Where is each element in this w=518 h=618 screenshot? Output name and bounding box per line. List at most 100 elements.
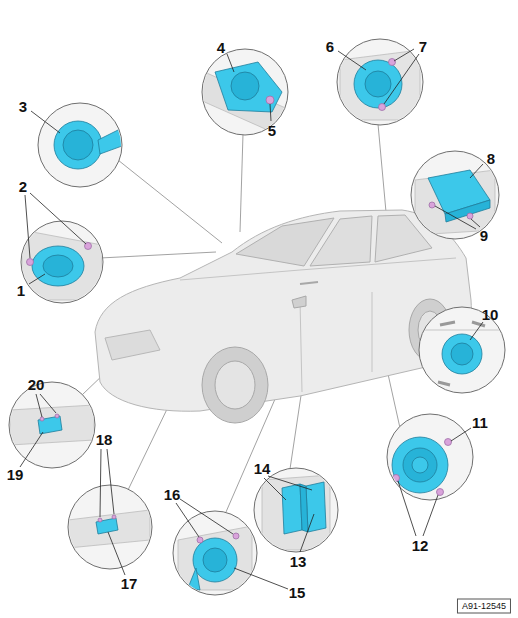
speaker-part	[438, 322, 485, 385]
leader-line	[29, 274, 45, 284]
callout-number: 14	[254, 461, 271, 476]
callout-number: 7	[419, 39, 427, 54]
detail-circle	[254, 468, 338, 552]
speaker-part	[266, 96, 274, 104]
speaker-part	[96, 518, 118, 534]
leader-line	[300, 514, 314, 552]
speaker-part	[68, 510, 150, 548]
speaker-part	[63, 130, 93, 160]
detail-circle	[9, 382, 95, 468]
speaker-part	[282, 484, 302, 534]
speaker-part	[188, 568, 200, 590]
leader-line	[384, 54, 419, 104]
speaker-part	[203, 548, 227, 572]
callout-number: 1	[17, 283, 25, 298]
speaker-part	[233, 533, 239, 539]
detail-circle	[68, 485, 152, 569]
leader-line	[268, 476, 312, 490]
speaker-part	[55, 414, 59, 418]
speaker-part	[393, 475, 400, 482]
leader-line	[31, 111, 60, 133]
speaker-part	[178, 526, 252, 590]
speaker-part	[467, 213, 473, 219]
speaker-part	[403, 448, 437, 482]
callout-number: 2	[19, 179, 27, 194]
callout-number: 5	[268, 123, 276, 138]
leader-line	[20, 49, 483, 589]
detail-circle	[411, 151, 499, 239]
detail-pointer	[100, 252, 216, 258]
speaker-part	[98, 518, 102, 522]
speaker-part	[98, 128, 122, 154]
speaker-part	[10, 405, 94, 445]
leader-line	[176, 503, 199, 537]
detail-circle	[21, 221, 103, 303]
callout-number: 8	[487, 151, 495, 166]
speaker-part	[54, 121, 102, 169]
car-body	[105, 330, 160, 360]
car-body	[310, 216, 372, 266]
speaker-part	[392, 437, 452, 496]
car-body	[300, 282, 318, 284]
speaker-part	[306, 482, 326, 532]
leader-line	[470, 164, 483, 178]
callout-number: 19	[7, 467, 24, 482]
leader-line	[107, 449, 114, 514]
speaker-part	[392, 437, 448, 493]
speaker-part	[445, 200, 490, 222]
speaker-part	[365, 71, 391, 97]
leader-line	[270, 104, 271, 121]
callout-number: 20	[28, 377, 45, 392]
speaker-part	[68, 510, 150, 548]
callout-number: 3	[19, 99, 27, 114]
speaker-part	[231, 72, 259, 100]
detail-circle	[38, 103, 122, 187]
car-body	[300, 292, 372, 392]
leader-line	[30, 193, 86, 244]
speaker-part	[442, 334, 482, 374]
speaker-part	[445, 439, 452, 446]
callout-number: 18	[96, 432, 113, 447]
leader-line	[435, 206, 476, 229]
speaker-part	[300, 484, 308, 532]
leader-line	[25, 195, 30, 258]
car-body	[180, 258, 456, 280]
speaker-part	[415, 170, 495, 235]
speaker-part	[200, 62, 290, 140]
speaker-part	[425, 330, 500, 331]
speaker-part	[22, 230, 102, 300]
speaker-part	[10, 405, 94, 445]
callout-number: 6	[326, 39, 334, 54]
leader-line	[100, 449, 101, 517]
speaker-part	[437, 489, 444, 496]
speaker-part	[40, 417, 44, 421]
callout-number: 12	[412, 538, 429, 553]
leader-line	[471, 219, 480, 227]
leader-line	[451, 428, 471, 441]
car-body	[95, 210, 471, 411]
speaker-part	[379, 104, 386, 111]
detail-pointer	[240, 134, 243, 232]
callout-number: 10	[482, 307, 499, 322]
car-body	[202, 347, 268, 423]
detail-pointer	[118, 160, 222, 243]
leader-line	[264, 478, 286, 500]
leader-line	[180, 499, 233, 534]
car-body	[215, 361, 255, 409]
leader-line	[398, 481, 416, 536]
callout-number: 9	[480, 228, 488, 243]
speaker-part	[43, 255, 73, 277]
speaker-part	[262, 475, 330, 550]
speaker-part	[193, 538, 237, 582]
speaker-part	[32, 246, 84, 286]
detail-circle	[419, 307, 505, 393]
leader-line	[20, 432, 43, 467]
speaker-part	[27, 259, 34, 266]
speaker-part	[178, 526, 252, 590]
speaker-part	[415, 170, 495, 235]
leader-line	[470, 322, 483, 340]
speaker-part	[412, 457, 428, 473]
detail-circle	[173, 511, 257, 595]
speaker-part	[429, 202, 435, 208]
